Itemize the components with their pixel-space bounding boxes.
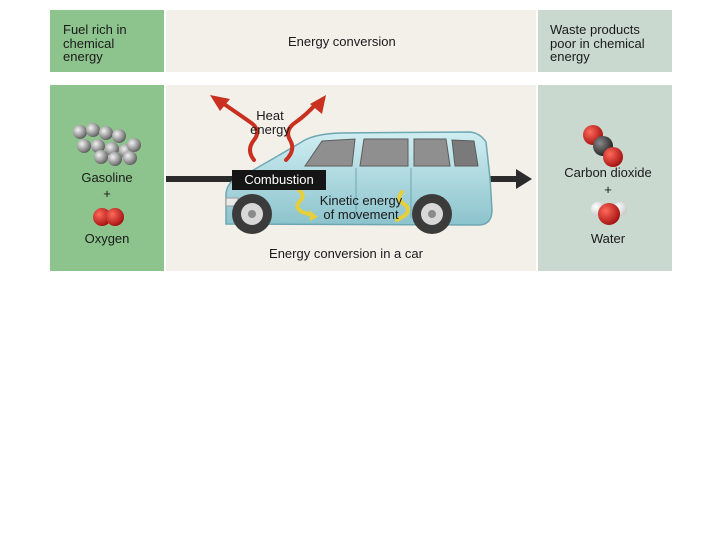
oxygen-label: Oxygen	[84, 231, 130, 246]
kinetic-energy-label-line-1: Kinetic energy	[319, 193, 403, 208]
conversion-header-panel	[166, 10, 536, 72]
oxygen-molecule-icon	[93, 208, 124, 226]
combustion-label: Combustion	[232, 170, 326, 190]
water-label: Water	[590, 231, 626, 246]
fuel-header-panel	[50, 10, 164, 72]
fuel-panel	[50, 85, 164, 271]
waste-header-line-3: energy	[550, 49, 590, 64]
waste-header-panel	[538, 10, 672, 72]
co2-plus-sign: +	[604, 182, 612, 197]
gasoline-molecule-icon	[73, 123, 141, 166]
gasoline-plus-sign: +	[103, 186, 111, 201]
figure-caption: Energy conversion in a car	[269, 246, 423, 261]
heat-energy-arrow-icon	[222, 102, 318, 162]
fuel-header-line-3: energy	[63, 49, 103, 64]
fuel-header-line-2: chemical	[63, 36, 115, 51]
waste-panel	[538, 85, 672, 271]
waste-header-line-2: poor in chemical	[550, 36, 645, 51]
heat-arrowhead-right-icon	[310, 95, 326, 114]
kinetic-energy-arrow-icon	[295, 187, 410, 222]
car-illustration	[225, 131, 493, 234]
heat-energy-label-line-2: energy	[250, 122, 290, 137]
gasoline-label: Gasoline	[81, 170, 133, 185]
fuel-header-line-1: Fuel rich in	[63, 22, 127, 37]
kinetic-energy-label-line-2: of movement	[323, 207, 399, 222]
conversion-header: Energy conversion	[288, 34, 396, 49]
carbon-dioxide-label: Carbon dioxide	[564, 165, 652, 180]
carbon-dioxide-molecule-icon	[583, 125, 623, 167]
water-molecule-icon	[591, 202, 627, 225]
heat-energy-label-line-1: Heat	[256, 108, 284, 123]
heat-arrowhead-left-icon	[210, 95, 230, 111]
waste-header-line-1: Waste products	[550, 22, 640, 37]
